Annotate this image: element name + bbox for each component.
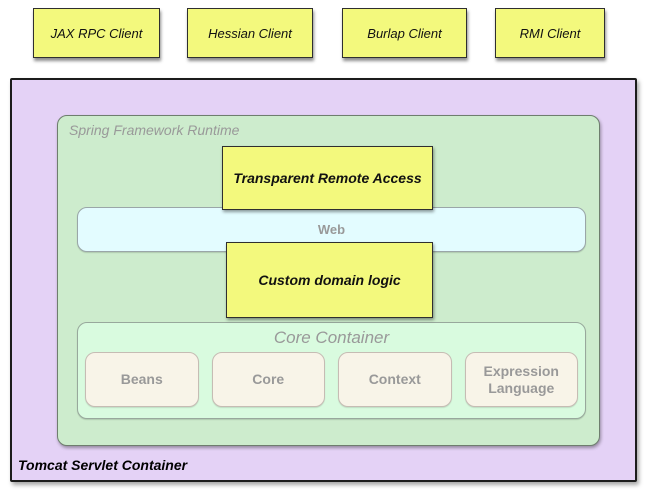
client-box-burlap: Burlap Client: [342, 8, 467, 58]
client-box-hessian: Hessian Client: [187, 8, 313, 58]
tomcat-servlet-container-label: Tomcat Servlet Container: [18, 457, 188, 473]
module-label: Expression Language: [483, 363, 559, 396]
core-container: Core Container Beans Core Context Expres…: [77, 322, 586, 419]
module-box-expression-language: Expression Language: [464, 352, 578, 407]
core-container-label: Core Container: [273, 328, 390, 347]
web-layer-label: Web: [317, 222, 346, 237]
module-box-core: Core: [211, 352, 325, 407]
spring-framework-runtime: Spring Framework Runtime Transparent Rem…: [57, 115, 600, 446]
client-label: Hessian Client: [208, 25, 292, 41]
client-label: JAX RPC Client: [50, 25, 143, 41]
module-label: Beans: [120, 371, 163, 388]
client-label: Burlap Client: [367, 25, 442, 41]
module-box-context: Context: [338, 352, 452, 407]
core-modules-row: Beans Core Context Expression Language: [85, 352, 578, 407]
spring-runtime-label: Spring Framework Runtime: [69, 122, 240, 138]
tomcat-servlet-container: Spring Framework Runtime Transparent Rem…: [10, 78, 637, 482]
transparent-remote-access-box: Transparent Remote Access: [222, 146, 433, 210]
custom-domain-logic-box: Custom domain logic: [226, 242, 433, 318]
transparent-remote-access-label: Transparent Remote Access: [233, 170, 422, 186]
client-box-jax-rpc: JAX RPC Client: [33, 8, 160, 58]
client-box-rmi: RMI Client: [495, 8, 605, 58]
client-label: RMI Client: [519, 25, 581, 41]
module-label: Core: [252, 371, 285, 388]
module-label: Context: [368, 371, 421, 388]
module-box-beans: Beans: [85, 352, 199, 407]
custom-domain-logic-label: Custom domain logic: [258, 272, 401, 288]
